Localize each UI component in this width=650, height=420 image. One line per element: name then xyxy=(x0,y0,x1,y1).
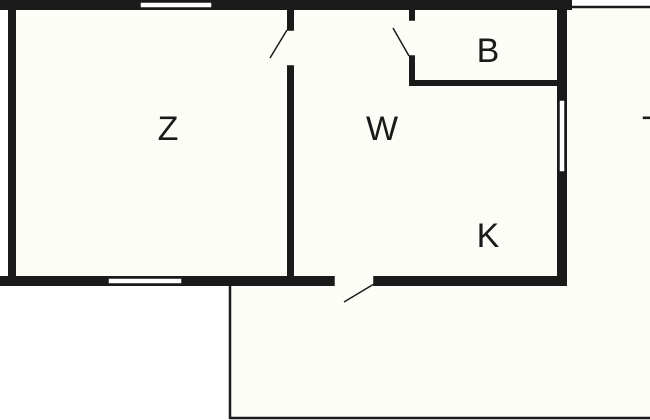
room-label-k: K xyxy=(477,217,500,255)
room-label-b: B xyxy=(477,32,500,70)
room-label-w: W xyxy=(366,110,398,148)
room-z-floor xyxy=(14,8,290,280)
door-b-opening xyxy=(409,20,415,56)
window-right xyxy=(558,99,566,173)
terrace-outline xyxy=(228,5,650,420)
interior-walls xyxy=(287,10,561,278)
door-z-w-leaf xyxy=(269,29,288,59)
windows xyxy=(107,1,566,285)
room-label-z: Z xyxy=(158,110,179,148)
window-bottom xyxy=(107,277,183,285)
window-top xyxy=(139,1,213,9)
door-entrance-leaf xyxy=(343,283,375,303)
terrace-lower-floor xyxy=(230,282,650,418)
room-w-floor xyxy=(290,8,562,280)
door-z-w-opening xyxy=(287,30,294,66)
door-b-leaf xyxy=(392,27,410,57)
room-label-t: T xyxy=(642,110,650,148)
door-entrance-opening xyxy=(334,276,374,286)
doors xyxy=(269,19,415,303)
